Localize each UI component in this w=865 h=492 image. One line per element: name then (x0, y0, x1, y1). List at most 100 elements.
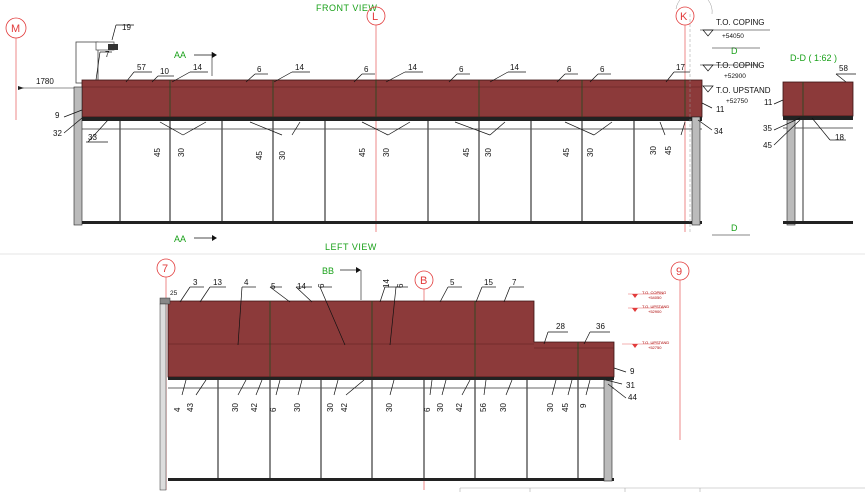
level-coping-2-name: T.O. COPING (716, 61, 764, 70)
left-right-column (603, 379, 613, 482)
front-tag-14a: 14 (193, 63, 202, 72)
small-level-c-value: +52750 (648, 345, 662, 350)
left-tag-5a: 5 (271, 282, 276, 291)
front-dim-10: 30 (649, 146, 658, 155)
detail-leaders (773, 73, 856, 146)
svg-text:AA: AA (174, 234, 186, 244)
section-bb: BB (322, 266, 362, 300)
left-dim-16: 9 (579, 403, 588, 408)
small-level-b-name: T.O. UPSTAND (642, 304, 669, 309)
detail-view-title: D-D ( 1:62 ) (790, 53, 837, 63)
left-dim-10: 30 (436, 403, 445, 412)
level-upstand-value: +52750 (726, 98, 748, 105)
left-end-column (159, 303, 167, 491)
left-dim-13: 30 (499, 403, 508, 412)
left-dim-0: 4 (173, 407, 182, 412)
left-tag-25: 25 (170, 290, 178, 297)
front-panel (81, 79, 703, 118)
left-tag-28: 28 (556, 322, 565, 331)
detail-base (783, 221, 853, 224)
section-aa-bottom: AA (174, 234, 217, 244)
grid-marker-9: 9 (670, 261, 690, 440)
front-bottom-leaders (159, 121, 686, 136)
front-tag-6e: 6 (600, 65, 605, 74)
left-dim-7: 42 (340, 403, 349, 412)
left-tag-4: 4 (244, 278, 249, 287)
front-dim-5: 30 (382, 148, 391, 157)
section-d-top: D (731, 46, 738, 56)
front-left-column (73, 86, 83, 226)
front-end-upstand (75, 41, 99, 84)
front-dim-0: 45 (153, 148, 162, 157)
detail-tag-18: 18 (835, 133, 844, 142)
dimension-1780: 1780 (18, 77, 80, 90)
level-coping-2-value: +52900 (724, 73, 746, 80)
small-level-a-value: +54050 (648, 295, 662, 300)
front-tag-14d: 14 (510, 63, 519, 72)
detail-transom (783, 116, 853, 120)
left-bottom-label-group: 4 43 30 42 6 30 30 42 30 6 30 42 56 30 3… (173, 403, 588, 412)
grid-marker-m: M (5, 17, 27, 120)
front-dim-6: 45 (462, 148, 471, 157)
grid-marker-l: L (366, 6, 386, 232)
left-tag-7: 7 (512, 278, 517, 287)
left-transom (168, 377, 614, 380)
left-top-leaders (179, 286, 610, 346)
level-upstand-name: T.O. UPSTAND (716, 86, 771, 95)
front-tag-17: 17 (676, 63, 685, 72)
left-bottom-leaders (181, 379, 591, 396)
detail-tag-35: 35 (763, 124, 772, 133)
left-dim-3: 42 (250, 403, 259, 412)
level-markers: T.O. COPING +54050 D T.O. COPING +52900 … (689, 14, 771, 236)
front-dim-1: 30 (177, 148, 186, 157)
left-side-leaders (605, 367, 627, 399)
front-top-leaders (95, 24, 690, 83)
left-tag-5b: 5 (450, 278, 455, 287)
front-tag-6a: 6 (257, 65, 262, 74)
front-transom (82, 117, 702, 121)
detail-tag-11: 11 (764, 98, 773, 107)
left-tag-13: 13 (213, 278, 222, 287)
left-tag-6a: 6 (317, 283, 326, 288)
grid-label-7: 7 (162, 263, 168, 275)
left-tag-31: 31 (626, 381, 635, 390)
left-dim-12: 56 (479, 403, 488, 412)
front-tag-9: 9 (55, 111, 60, 120)
left-dim-15: 45 (561, 403, 570, 412)
front-tag-32: 32 (53, 129, 62, 138)
grid-label-m: M (11, 23, 20, 35)
left-view-title: LEFT VIEW (325, 242, 377, 252)
detail-panel (782, 81, 854, 117)
left-dim-2: 30 (231, 403, 240, 412)
grid-marker-k: K (675, 0, 713, 232)
grid-label-l: L (372, 11, 378, 23)
front-dim-2: 45 (255, 151, 264, 160)
front-tag-14b: 14 (295, 63, 304, 72)
left-tag-36: 36 (596, 322, 605, 331)
front-tag-7: 7 (105, 50, 110, 59)
front-tag-10: 10 (160, 67, 169, 76)
front-tag-33: 33 (88, 133, 97, 142)
front-dim-4: 45 (358, 148, 367, 157)
small-level-a-name: T.O. COPING (642, 290, 666, 295)
front-mullions (119, 121, 635, 221)
title-block-strip (459, 487, 865, 492)
small-level-c-name: T.O. UPSTAND (642, 340, 669, 345)
svg-text:BB: BB (322, 266, 334, 276)
left-tag-9: 9 (630, 367, 635, 376)
section-aa-top: AA (174, 50, 217, 76)
front-dim-7: 30 (484, 148, 493, 157)
front-dim-11: 45 (664, 146, 673, 155)
front-panel-joints (169, 80, 686, 117)
grid-label-b: B (420, 275, 427, 287)
grid-label-k: K (680, 11, 688, 23)
left-small-levels: T.O. COPING +54050 T.O. UPSTAND +52900 T… (622, 290, 669, 350)
front-dim-3: 30 (278, 151, 287, 160)
left-dim-9: 6 (423, 407, 432, 412)
left-dim-1: 43 (186, 403, 195, 412)
left-dim-8: 30 (385, 403, 394, 412)
level-coping-1-name: T.O. COPING (716, 18, 764, 27)
section-d-bottom: D (731, 223, 738, 233)
left-mullions (217, 380, 579, 478)
